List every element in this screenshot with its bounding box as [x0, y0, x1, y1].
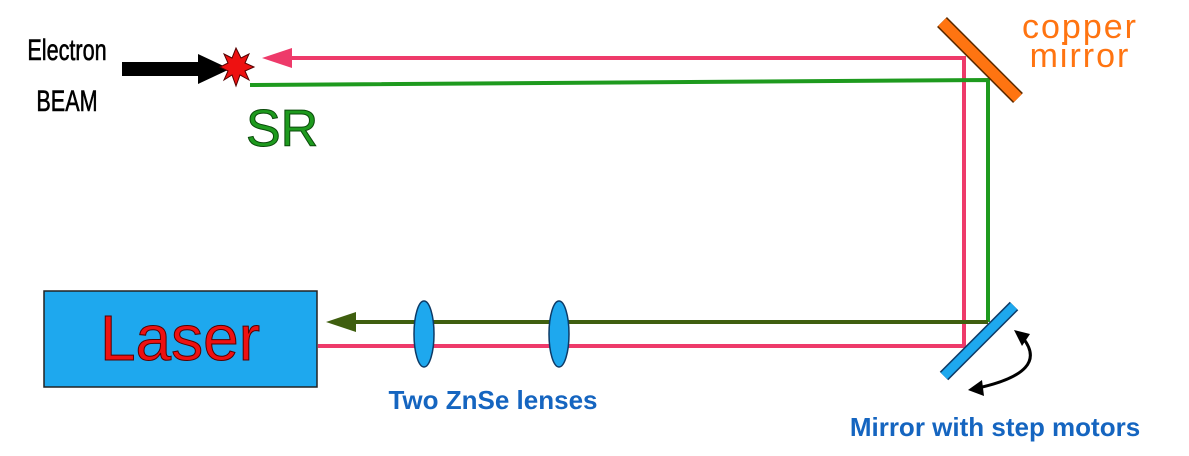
- laser-box: [43, 290, 318, 388]
- laser-beam-path: [290, 56, 966, 348]
- sr-beam-path: [249, 77, 990, 322]
- step-motor-mirror-face: [940, 302, 1018, 380]
- copper-mirror-face: [938, 18, 1022, 102]
- sr-label: SR: [246, 100, 318, 158]
- copper-mirror-label-line1: copper: [1022, 8, 1138, 46]
- electron-beam-label-line2: BEAM: [36, 83, 97, 117]
- electron-beam-label-line1: Electron: [27, 32, 106, 66]
- return-beam-arrowhead: [326, 312, 356, 332]
- step-motor-mirror-label: Mirror with step motors: [850, 412, 1140, 442]
- znse-lens-2: [548, 300, 570, 368]
- lenses-label: Two ZnSe lenses: [388, 385, 597, 415]
- copper-mirror-label-line2: mirror: [1030, 37, 1131, 75]
- laser-beam-arrowhead: [262, 48, 292, 68]
- znse-lens-1: [413, 300, 435, 368]
- rotation-arrow-icon: [968, 330, 1032, 396]
- spark-icon: [218, 46, 256, 88]
- laser-label: Laser: [100, 302, 260, 374]
- electron-beam-arrow: [122, 54, 230, 84]
